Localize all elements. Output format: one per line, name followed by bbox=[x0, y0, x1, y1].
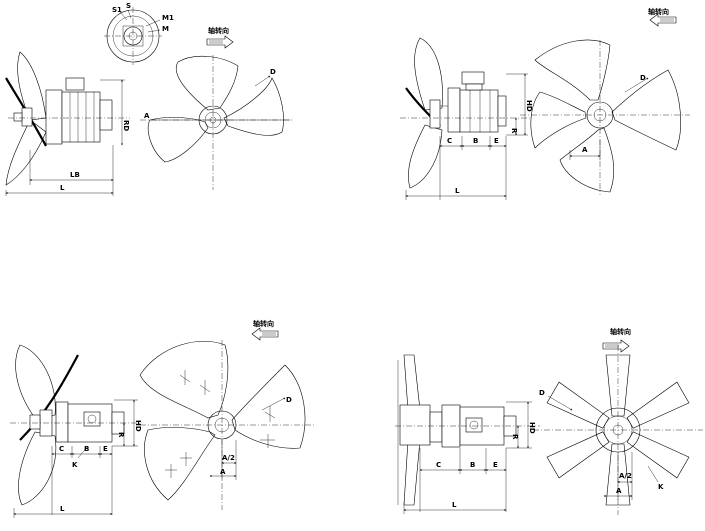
q1-front-fan bbox=[140, 55, 292, 190]
q3-motor-body bbox=[10, 401, 140, 443]
q3-dim-b: B bbox=[84, 445, 89, 453]
q1-label-m1: M1 bbox=[162, 14, 174, 22]
q4-dim-d: D bbox=[539, 389, 545, 397]
q3-dim-k: K bbox=[72, 461, 78, 469]
q3-dim-r: R bbox=[117, 432, 125, 438]
q3-dim-l: L bbox=[60, 505, 65, 513]
q1-label-s: S bbox=[126, 2, 131, 10]
q1-dim-l: L bbox=[60, 184, 65, 192]
q3-dim-hd: HD bbox=[134, 420, 142, 432]
view-q2: 轴转向 HD R K bbox=[400, 7, 690, 200]
q2-front-fan bbox=[520, 39, 690, 195]
q3-side-blades bbox=[15, 344, 79, 506]
view-q3: 轴转向 HD R C B bbox=[10, 319, 315, 518]
q3-rotation-arrow-icon bbox=[251, 327, 279, 341]
q2-motor-body bbox=[400, 71, 530, 133]
q1-dim-rd: RD bbox=[122, 120, 130, 131]
q2-rotation-label: 轴转向 bbox=[648, 7, 669, 16]
q2-dim-e: E bbox=[494, 137, 499, 145]
q1-dim-a: A bbox=[144, 112, 150, 120]
q4-dim-hd: HD bbox=[528, 422, 536, 434]
q2-dim-hd: HD bbox=[525, 100, 533, 112]
q2-dim-b: B bbox=[473, 137, 478, 145]
q1-motor-body bbox=[8, 77, 130, 145]
view-q1: S1 S M1 M 轴转向 RD bbox=[5, 2, 292, 196]
q4-dim-b: B bbox=[470, 461, 475, 469]
q1-dim-d: D bbox=[270, 68, 276, 76]
q4-rotation-arrow-icon bbox=[602, 339, 630, 353]
q4-side-blades bbox=[397, 354, 443, 506]
q2-dim-l: L bbox=[455, 187, 460, 195]
q4-dim-e: E bbox=[493, 461, 498, 469]
q2-dim-a: A bbox=[582, 146, 588, 154]
q3-dim-e: E bbox=[103, 445, 108, 453]
q4-rotation-label: 轴转向 bbox=[610, 327, 631, 336]
q2-side-blades bbox=[405, 37, 448, 189]
view-q4: 轴转向 HD R C B bbox=[395, 327, 703, 515]
q3-rotation-label: 轴转向 bbox=[253, 319, 274, 328]
q2-dim-c: C bbox=[447, 137, 452, 145]
q3-front-fan bbox=[139, 340, 315, 510]
q1-motor-end-view bbox=[104, 7, 162, 65]
q1-rotation-label: 轴转向 bbox=[208, 26, 229, 35]
q3-dim-a: A bbox=[220, 468, 226, 476]
q2-dim-r: R bbox=[510, 128, 518, 134]
q1-label-s1: S1 bbox=[112, 6, 122, 14]
q4-dim-c: C bbox=[436, 461, 441, 469]
q4-dim-a: A bbox=[616, 487, 622, 495]
q4-dim-l: L bbox=[452, 501, 457, 509]
q1-label-m: M bbox=[162, 25, 169, 33]
q3-dim-c: C bbox=[59, 445, 64, 453]
q3-dim-a2: A/2 bbox=[222, 454, 235, 462]
q4-motor-body bbox=[395, 404, 540, 448]
q4-dim-a2: A/2 bbox=[619, 472, 632, 480]
q1-rotation-arrow-icon bbox=[206, 35, 234, 49]
q2-dim-d: D bbox=[640, 74, 646, 82]
q1-dim-lb: LB bbox=[70, 171, 80, 179]
q1-side-blades bbox=[5, 51, 47, 186]
q3-dim-d: D bbox=[286, 396, 292, 404]
q4-dim-r: R bbox=[511, 434, 519, 440]
q4-dim-k: K bbox=[658, 483, 664, 491]
